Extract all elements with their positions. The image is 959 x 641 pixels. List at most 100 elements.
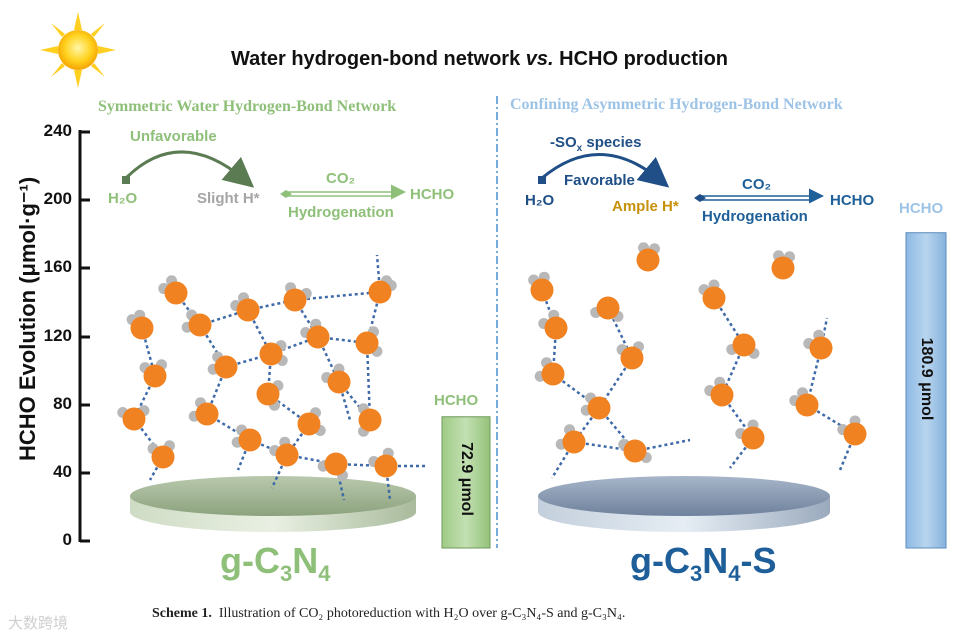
water-molecule	[555, 424, 586, 454]
oxygen-atom	[843, 422, 867, 446]
water-molecule	[837, 415, 867, 446]
oxygen-atom	[741, 426, 765, 450]
oxygen-atom	[562, 430, 586, 454]
oxygen-atom	[327, 370, 351, 394]
oxygen-atom	[702, 286, 726, 310]
oxygen-atom	[795, 393, 819, 417]
unfavorable-label: Unfavorable	[130, 128, 217, 145]
right-material-label: g-C3N4-S	[630, 540, 777, 587]
favorable-label: Favorable	[564, 172, 635, 189]
oxygen-atom	[143, 364, 167, 388]
y-tick-label: 120	[43, 326, 72, 345]
water-molecule	[259, 340, 288, 366]
oxygen-atom	[324, 452, 348, 476]
oxygen-atom	[623, 439, 647, 463]
left-co2-label: CO₂	[326, 170, 356, 187]
water-molecule	[147, 440, 175, 469]
water-molecule	[230, 292, 260, 322]
ample-h-label: Ample H*	[612, 198, 679, 215]
y-tick-label: 40	[53, 462, 72, 481]
oxygen-atom	[195, 402, 219, 426]
left-h2o-label: H₂O	[108, 190, 138, 207]
water-molecule	[636, 242, 660, 272]
water-molecule	[297, 407, 326, 436]
oxygen-atom	[596, 296, 620, 320]
right-bar-value: 180.9 μmol	[918, 337, 935, 421]
left-bar-label: HCHO	[434, 392, 479, 409]
oxygen-atom	[306, 325, 330, 349]
page-title: Water hydrogen-bond network vs. HCHO pro…	[230, 48, 729, 70]
left-hydrogenation-label: Hydrogenation	[288, 204, 394, 221]
oxygen-atom	[256, 382, 280, 406]
oxygen-atom	[236, 298, 260, 322]
oxygen-atom	[374, 454, 398, 478]
oxygen-atom	[544, 316, 568, 340]
oxygen-atom	[275, 443, 299, 467]
oxygen-atom	[130, 316, 154, 340]
left-bar-value: 72.9 μmol	[458, 442, 475, 516]
water-molecule	[117, 405, 150, 431]
oxygen-atom	[283, 288, 307, 312]
oxygen-atom	[238, 428, 262, 452]
water-molecule	[283, 282, 312, 312]
water-molecule	[618, 439, 652, 463]
y-tick-label: 200	[43, 189, 72, 208]
right-bar-label: HCHO	[899, 200, 944, 217]
water-molecule	[534, 357, 565, 386]
oxygen-atom	[368, 280, 392, 304]
water-molecule	[317, 452, 348, 481]
oxygen-atom	[732, 333, 756, 357]
hydrogen-bond	[236, 439, 252, 471]
right-co2-label: CO₂	[742, 176, 772, 193]
oxygen-atom	[636, 248, 660, 272]
water-molecule	[181, 309, 212, 337]
water-molecule	[355, 326, 383, 357]
figure-caption: Scheme 1. Illustration of CO₂ photoreduc…	[152, 606, 626, 621]
right-disk-top	[538, 476, 830, 516]
left-panel-heading: Symmetric Water Hydrogen-Bond Network	[98, 98, 397, 115]
water-molecule	[803, 329, 833, 360]
water-molecule	[726, 333, 760, 359]
water-molecule	[704, 376, 734, 407]
right-hcho-label: HCHO	[830, 192, 875, 209]
water-molecule	[771, 250, 795, 280]
water-molecule	[321, 363, 351, 394]
water-molecule	[590, 296, 624, 322]
watermark: 大数跨境	[8, 615, 69, 632]
water-molecule	[207, 351, 238, 379]
hydrogen-bond	[294, 290, 381, 302]
oxygen-atom	[122, 407, 146, 431]
water-molecule	[368, 447, 398, 478]
y-tick-label: 0	[62, 530, 72, 549]
oxygen-atom	[587, 396, 611, 420]
water-molecule	[616, 341, 644, 370]
sox-label: -SOx species	[550, 134, 642, 154]
slight-h-label: Slight H*	[197, 190, 260, 207]
hydrogen-bond	[365, 342, 372, 421]
water-molecule	[368, 275, 397, 304]
oxygen-atom	[297, 412, 321, 436]
hydrogen-bond	[148, 456, 165, 481]
water-molecule	[126, 309, 154, 340]
water-molecule	[139, 359, 167, 388]
water-molecule	[789, 387, 819, 417]
water-molecule	[735, 419, 765, 450]
left-material-label: g-C3N4	[220, 540, 331, 587]
left-hcho-label: HCHO	[410, 186, 455, 203]
water-molecule	[188, 397, 219, 426]
oxygen-atom	[771, 256, 795, 280]
water-molecule	[231, 424, 262, 452]
y-tick-label: 160	[43, 257, 72, 276]
bar-g-c3n4-s	[905, 232, 947, 549]
water-molecule	[256, 380, 284, 411]
right-panel-heading: Confining Asymmetric Hydrogen-Bond Netwo…	[510, 96, 843, 113]
water-molecule	[158, 275, 188, 305]
hydrogen-bond	[573, 440, 636, 453]
water-molecule	[580, 392, 611, 420]
oxygen-atom	[809, 336, 833, 360]
bar-g-c3n4	[441, 416, 491, 549]
oxygen-atom	[530, 278, 554, 302]
